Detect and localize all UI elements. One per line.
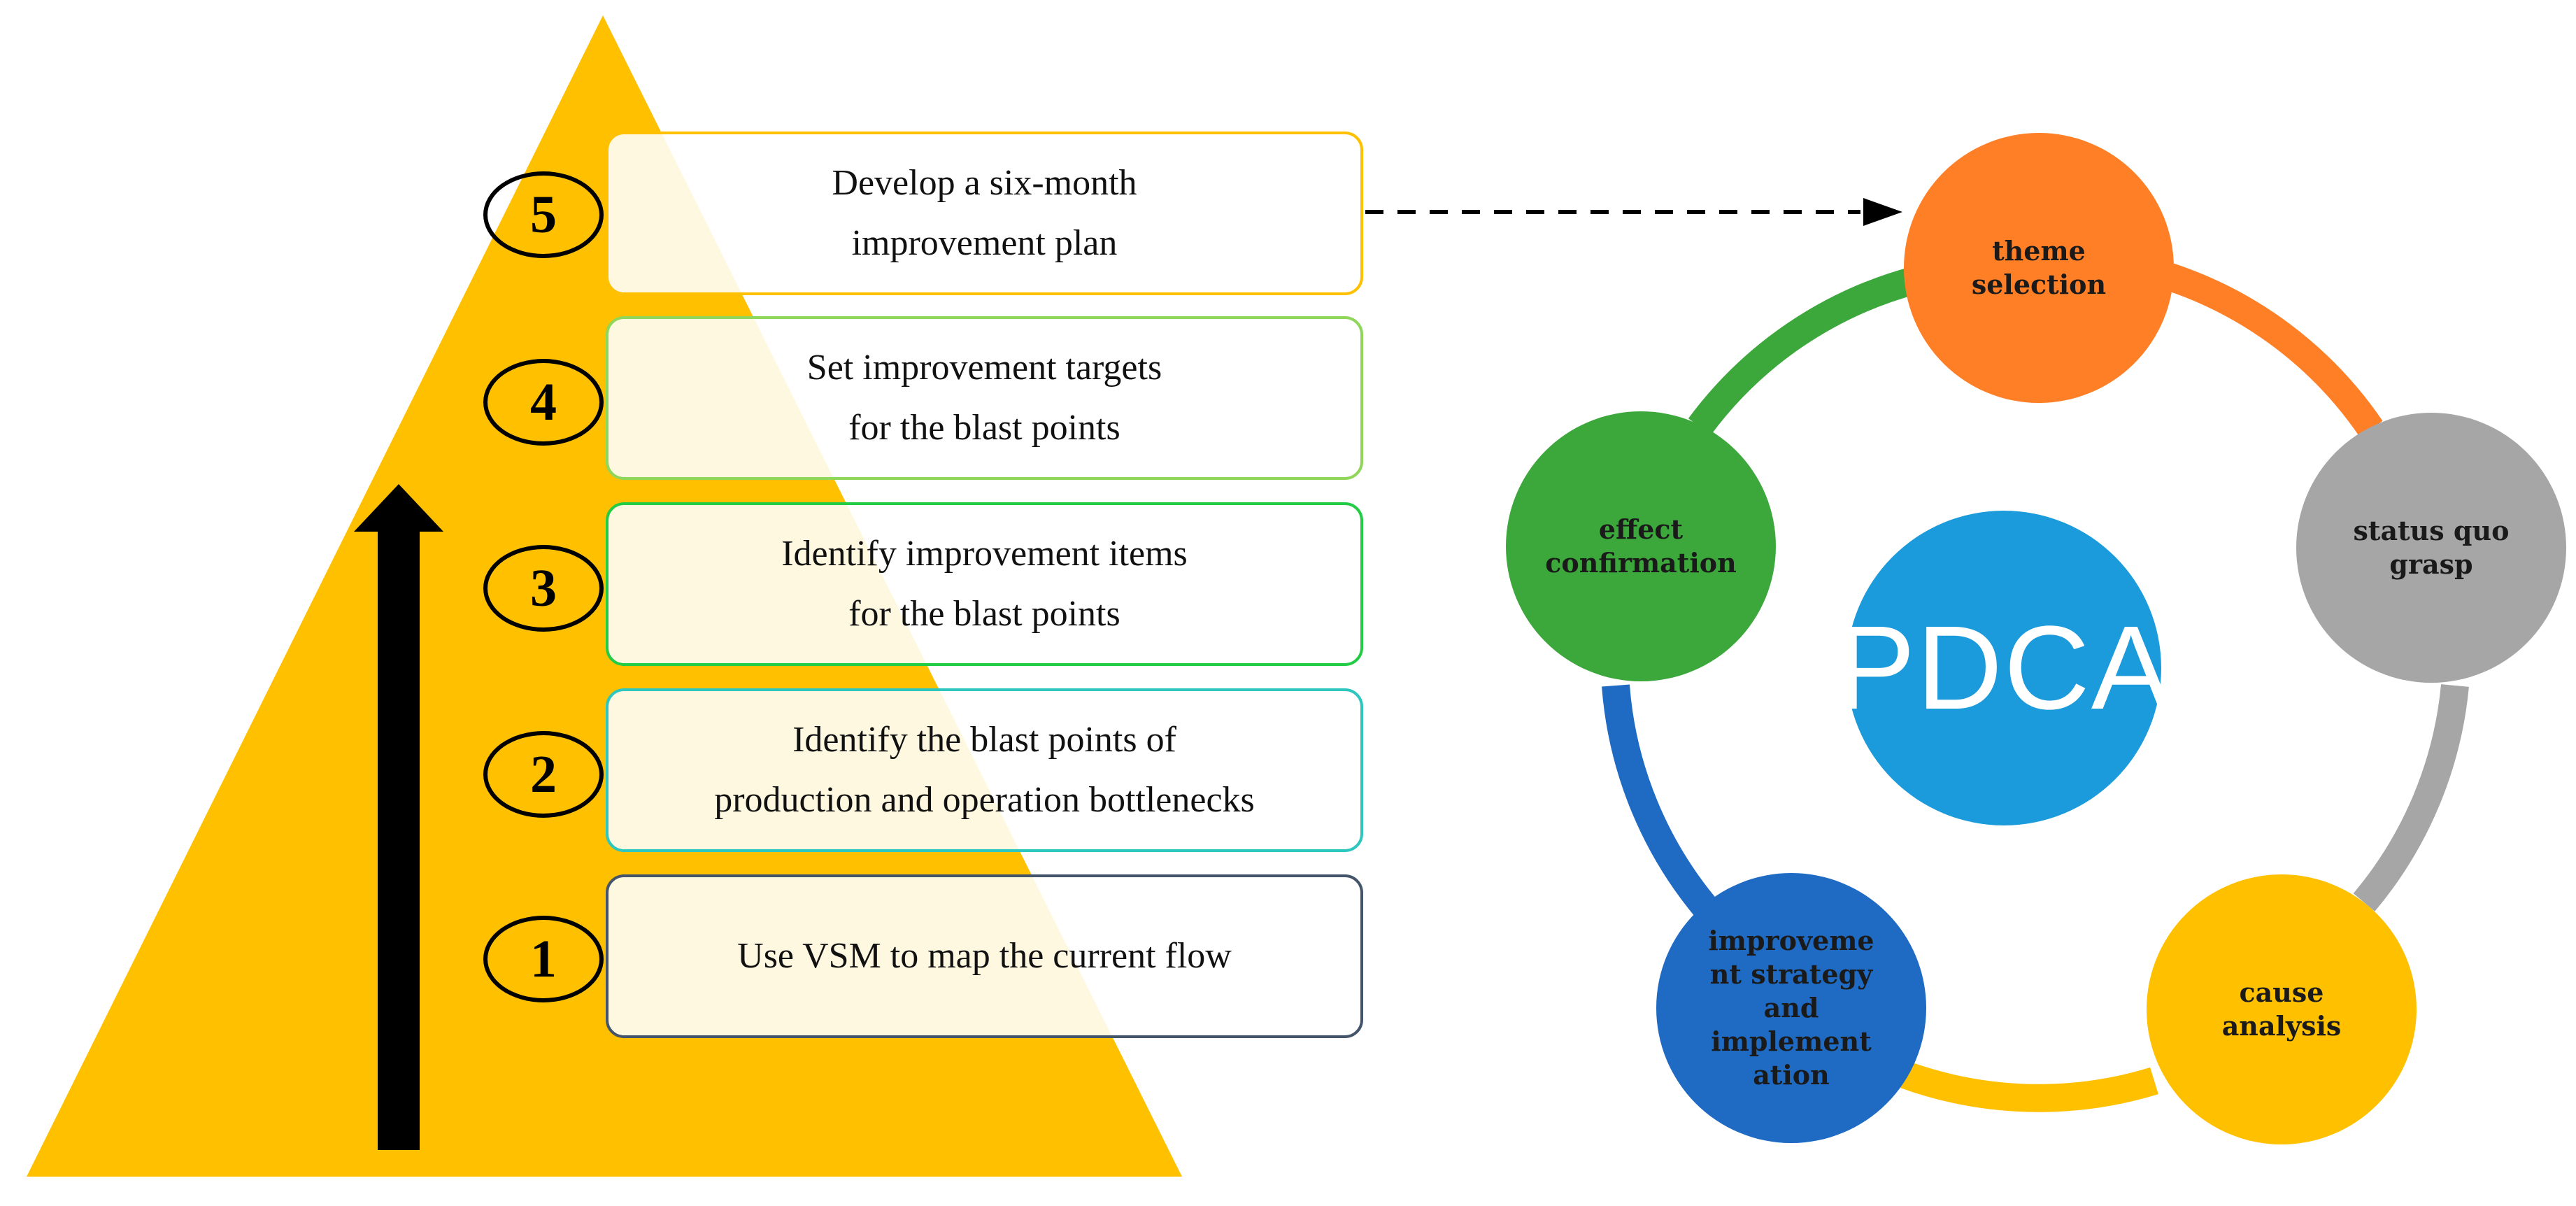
step-text-2: Identify the blast points of production …	[714, 720, 1255, 820]
ring-arc-status-cause	[2353, 684, 2469, 911]
step-box-1: Use VSM to map the current flow	[606, 874, 1363, 1038]
step-number-4: 4	[483, 359, 604, 446]
node-theme-selection-label: theme selection	[1971, 235, 2107, 300]
node-cause-analysis-label: cause analysis	[2221, 977, 2342, 1042]
node-status-quo-grasp: status quo grasp	[2296, 413, 2566, 683]
ring-arc-theme-status	[2163, 262, 2383, 437]
node-improvement-strategy-label: improveme nt strategy and implement atio…	[1708, 925, 1874, 1091]
node-theme-selection: theme selection	[1904, 133, 2174, 403]
ring-arc-cause-strategy	[1898, 1060, 2158, 1112]
node-status-quo-grasp-label: status quo grasp	[2353, 515, 2510, 580]
node-effect-confirmation-label: effect confirmation	[1545, 513, 1737, 579]
step-number-3: 3	[483, 545, 604, 632]
step-box-3: Identify improvement items for the blast…	[606, 502, 1363, 666]
step-number-2: 2	[483, 731, 604, 818]
step-box-2: Identify the blast points of production …	[606, 688, 1363, 852]
node-effect-confirmation: effect confirmation	[1506, 411, 1776, 681]
up-arrow-shaft	[378, 532, 420, 1150]
up-arrow-head	[354, 484, 443, 532]
step-text-3: Identify improvement items for the blast…	[781, 534, 1188, 634]
node-improvement-strategy: improveme nt strategy and implement atio…	[1656, 873, 1926, 1143]
step-text-1: Use VSM to map the current flow	[737, 936, 1232, 976]
pdca-center-circle: PDCA	[1836, 511, 2170, 825]
step-text-5: Develop a six-month improvement plan	[832, 163, 1137, 263]
step-box-5: Develop a six-month improvement plan	[606, 132, 1363, 295]
node-cause-analysis: cause analysis	[2147, 874, 2417, 1144]
step-number-1: 1	[483, 916, 604, 1002]
connector-arrowhead	[1863, 198, 1902, 226]
step-box-4: Set improvement targets for the blast po…	[606, 316, 1363, 480]
step-number-5: 5	[483, 171, 604, 258]
step-text-4: Set improvement targets for the blast po…	[806, 348, 1162, 448]
ring-arc-effect-theme	[1688, 266, 1921, 435]
ring-arc-strategy-effect	[1602, 684, 1721, 923]
pdca-center-label: PDCA	[1835, 602, 2172, 735]
